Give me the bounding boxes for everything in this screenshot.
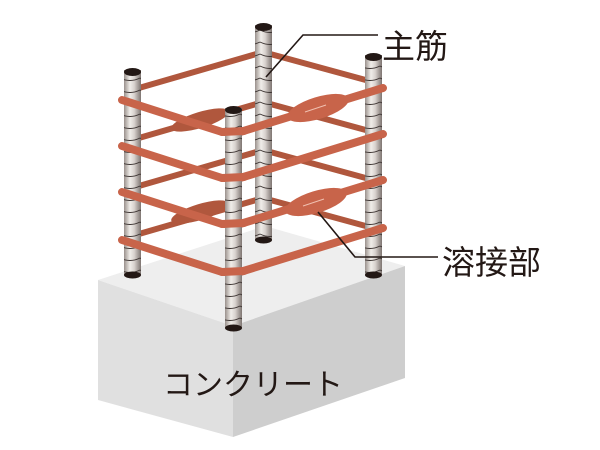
concrete-block (98, 226, 405, 437)
hoop-front-overlay (218, 127, 248, 276)
weld-back (171, 108, 229, 224)
concrete-left-face (98, 280, 233, 437)
weld-joint (171, 108, 229, 132)
concrete-right-face (233, 266, 405, 437)
label-main-rebar: 主筋 (382, 27, 448, 66)
main-rebar-left (124, 68, 141, 279)
main-rebar-front (225, 106, 242, 332)
concrete-top-face (98, 226, 405, 326)
label-weld-section: 溶接部 (442, 243, 541, 282)
leader-main-rebar (265, 34, 378, 78)
main-rebar-right (365, 53, 382, 279)
weld-front (285, 93, 349, 217)
main-rebar-back (255, 23, 272, 244)
leader-weld (317, 211, 438, 258)
weld-joint (171, 200, 229, 224)
leader-lines (265, 34, 438, 258)
label-concrete: コンクリート (163, 368, 343, 403)
